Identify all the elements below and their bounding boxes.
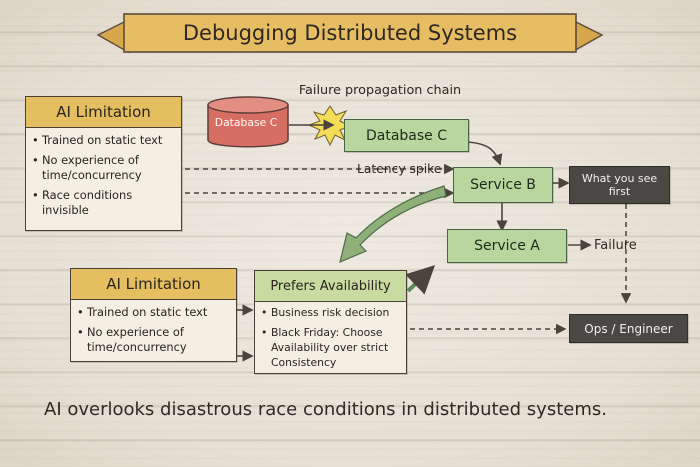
ai-limitation-bottom: AI Limitation Trained on static text No … bbox=[70, 268, 237, 362]
list-item: Trained on static text bbox=[77, 305, 232, 320]
ops-engineer-label: Ops / Engineer bbox=[584, 321, 673, 336]
list-item: Trained on static text bbox=[32, 133, 177, 148]
what-you-see-first-label: What you see first bbox=[581, 172, 658, 198]
ai-limitation-top-list: Trained on static text No experience of … bbox=[32, 133, 177, 230]
service-b-node: Service B bbox=[453, 167, 553, 203]
service-a-label: Service A bbox=[474, 238, 540, 254]
ai-limitation-top-title: AI Limitation bbox=[26, 97, 181, 128]
failure-label: Failure bbox=[594, 238, 637, 253]
database-c-label: Database C bbox=[365, 127, 448, 144]
database-cylinder-label: Database C bbox=[215, 116, 278, 129]
database-c-node: Database C bbox=[344, 119, 469, 152]
latency-feedback-arrow bbox=[339, 185, 447, 264]
what-you-see-first-node: What you see first bbox=[569, 166, 670, 204]
service-b-label: Service B bbox=[470, 177, 536, 193]
prefers-availability-list: Business risk decision Black Friday: Cho… bbox=[261, 305, 402, 373]
ai-limitation-bottom-list: Trained on static text No experience of … bbox=[77, 305, 232, 361]
ops-engineer-node: Ops / Engineer bbox=[569, 314, 688, 343]
prefers-availability-panel: Prefers Availability Business risk decis… bbox=[254, 270, 407, 374]
ai-limitation-top: AI Limitation Trained on static text No … bbox=[25, 96, 182, 231]
ai-limitation-bottom-title: AI Limitation bbox=[71, 269, 236, 300]
banner bbox=[96, 13, 604, 54]
service-a-node: Service A bbox=[447, 229, 567, 263]
list-item: Black Friday: Choose Availability over s… bbox=[261, 325, 402, 370]
connectors bbox=[185, 119, 632, 362]
list-item: No experience of time/concurrency bbox=[77, 325, 232, 355]
footer-caption: AI overlooks disastrous race conditions … bbox=[44, 399, 607, 420]
latency-spike-label: Latency spike bbox=[357, 162, 442, 176]
banner-title: Debugging Distributed Systems bbox=[183, 21, 517, 45]
list-item: No experience of time/concurrency bbox=[32, 153, 177, 183]
list-item: Race conditions invisible bbox=[32, 188, 177, 218]
database-cylinder bbox=[207, 96, 289, 148]
failure-propagation-label: Failure propagation chain bbox=[299, 83, 461, 98]
prefers-availability-title: Prefers Availability bbox=[255, 271, 406, 302]
list-item: Business risk decision bbox=[261, 305, 402, 320]
